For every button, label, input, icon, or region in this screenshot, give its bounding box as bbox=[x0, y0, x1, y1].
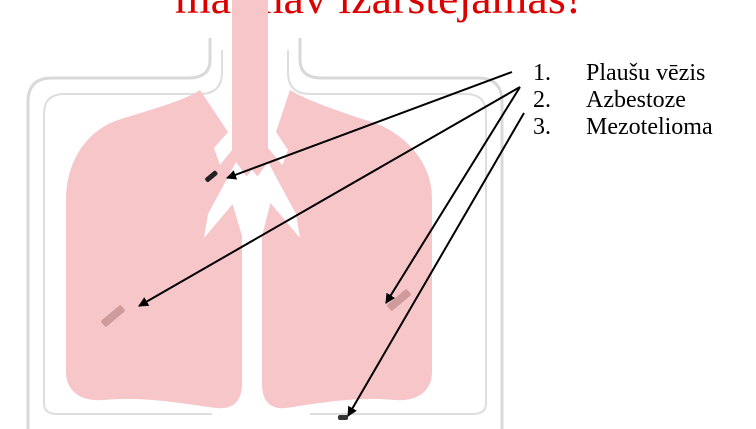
arrow-mesothelioma bbox=[347, 112, 525, 417]
legend-item-mesothelioma: 3. Mezotelioma bbox=[533, 114, 713, 141]
page-title: mas nav izārstējamas! bbox=[0, 0, 756, 26]
particles bbox=[101, 170, 411, 420]
legend-label: Azbestoze bbox=[586, 87, 686, 113]
legend: 1. Plaušu vēzis 2. Azbestoze 3. Mezoteli… bbox=[533, 60, 713, 141]
title-text: mas nav izārstējamas! bbox=[175, 0, 581, 23]
particle-pleura bbox=[338, 415, 348, 420]
particle-right-lung bbox=[387, 289, 411, 311]
legend-label: Mezotelioma bbox=[586, 114, 713, 140]
bronchial-gap bbox=[204, 162, 300, 238]
body-outline-outer-right bbox=[298, 38, 504, 429]
arrow-lung-cancer bbox=[226, 71, 513, 180]
body-outline-outer bbox=[26, 38, 212, 429]
legend-item-lung-cancer: 1. Plaušu vēzis bbox=[533, 60, 713, 87]
left-lung bbox=[66, 90, 242, 409]
particle-left-lung bbox=[101, 305, 125, 327]
legend-number: 3. bbox=[533, 114, 551, 140]
legend-number: 1. bbox=[533, 60, 551, 86]
arrows bbox=[138, 71, 525, 417]
arrow-asbestosis-right bbox=[385, 86, 521, 304]
legend-label: Plaušu vēzis bbox=[586, 60, 706, 86]
body-outline bbox=[26, 38, 504, 429]
arrow-asbestosis-left bbox=[138, 86, 521, 307]
right-lung bbox=[262, 90, 432, 409]
legend-item-asbestosis: 2. Azbestoze bbox=[533, 87, 713, 114]
particle-bronchus bbox=[205, 170, 218, 182]
legend-number: 2. bbox=[533, 87, 551, 113]
body-outline-inner-right bbox=[287, 50, 487, 415]
body-outline-inner bbox=[43, 50, 223, 415]
